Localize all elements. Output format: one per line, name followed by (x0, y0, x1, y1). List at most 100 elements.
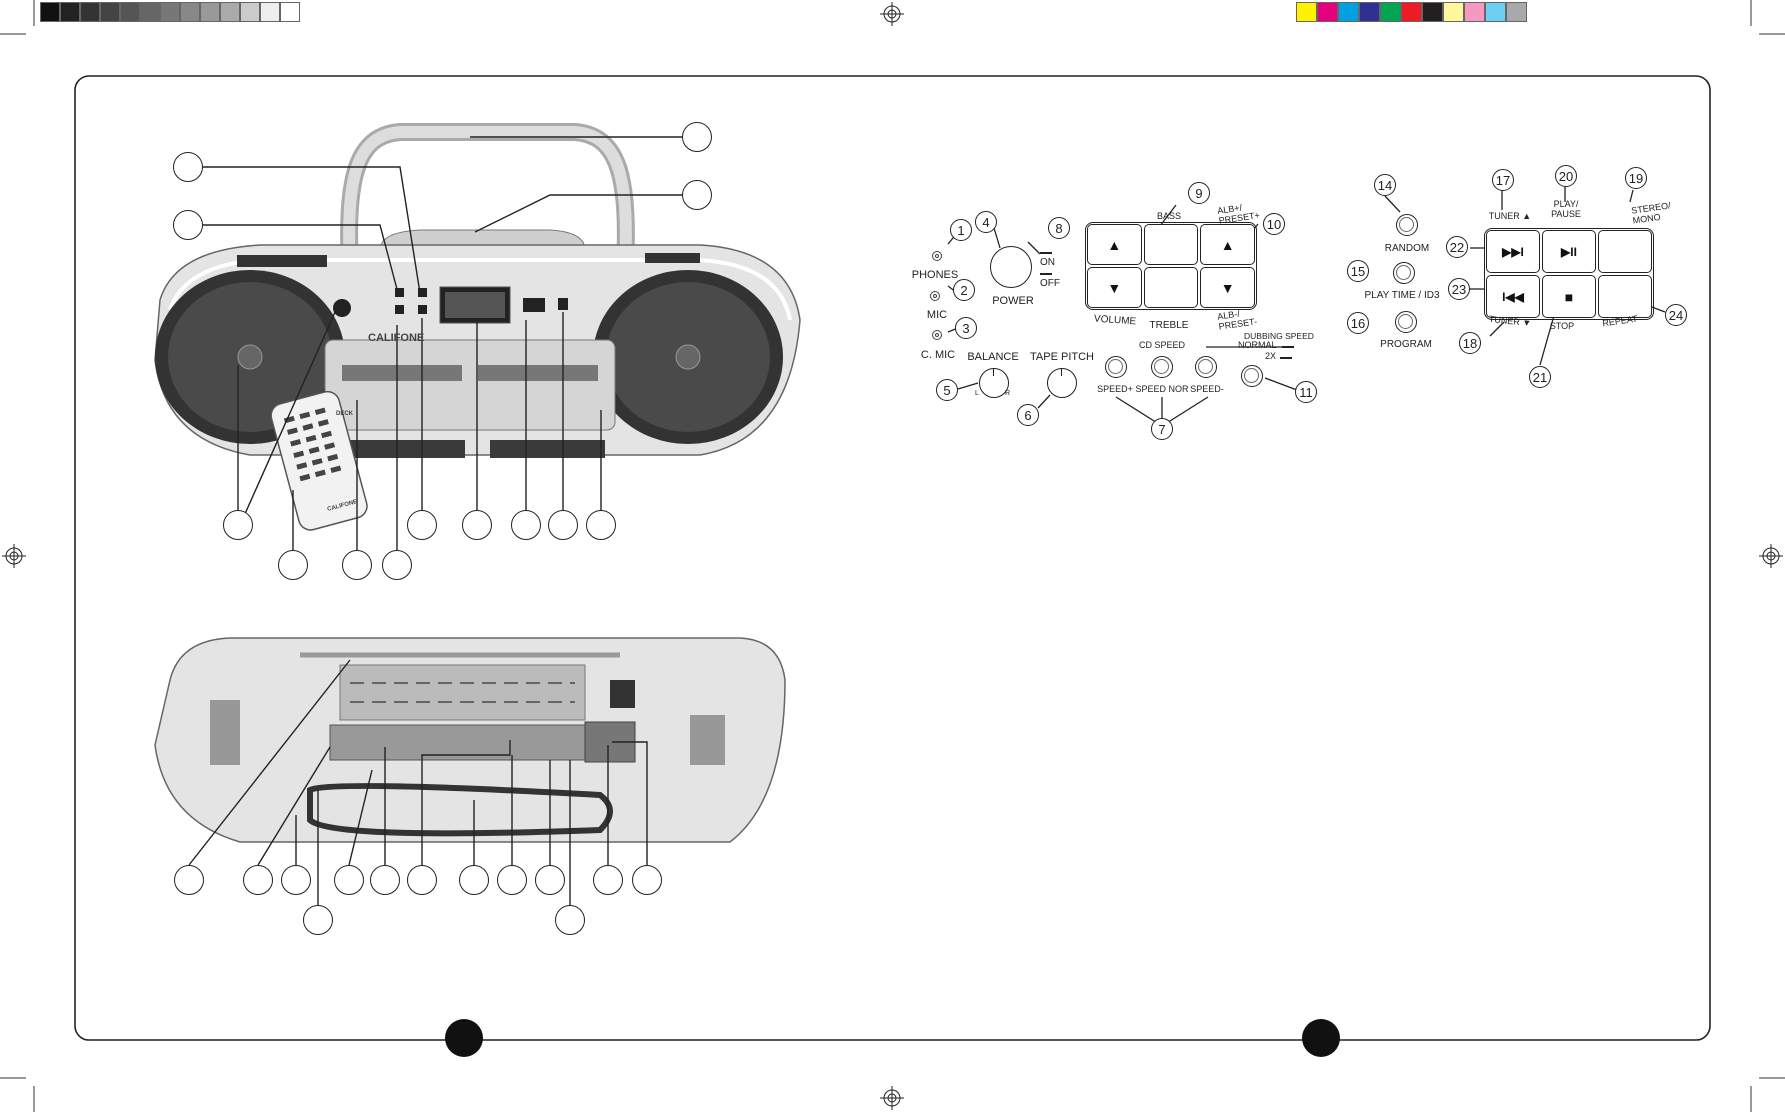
program-button[interactable] (1395, 311, 1417, 333)
gray-swatch (160, 2, 180, 22)
callout-number-22: 22 (1446, 236, 1468, 258)
cd-transport-keypad: ▶▶I ▶II I◀◀ ■ (1484, 228, 1654, 320)
callout-circle (497, 865, 527, 895)
callout-circle (555, 905, 585, 935)
speed-minus-button[interactable] (1195, 356, 1217, 378)
play-time-id3-button[interactable] (1393, 262, 1415, 284)
callout-number-21: 21 (1529, 366, 1551, 388)
tape-pitch-label: TAPE PITCH (1030, 351, 1094, 363)
callout-circle (462, 510, 492, 540)
callout-number-20: 20 (1555, 165, 1577, 187)
phones-label: PHONES (911, 269, 959, 281)
callout-number-16: 16 (1347, 312, 1369, 334)
callout-number-4: 4 (975, 211, 997, 233)
random-button[interactable] (1396, 214, 1418, 236)
power-label: POWER (992, 295, 1034, 307)
next-track-button[interactable]: ▶▶I (1486, 230, 1540, 273)
gray-swatch (140, 2, 160, 22)
callout-number-23: 23 (1448, 278, 1470, 300)
deck-label: DECK (336, 411, 354, 417)
callout-circle (535, 865, 565, 895)
dubbing-normal-label: NORMAL (1238, 340, 1277, 350)
dubbing-speed-button[interactable] (1241, 365, 1263, 387)
color-swatch (1422, 2, 1443, 22)
volume-down-button[interactable]: ▼ (1087, 267, 1142, 308)
color-swatch (1296, 2, 1317, 22)
callout-circle (382, 550, 412, 580)
power-button (990, 246, 1032, 288)
balance-l-label: L (975, 390, 979, 397)
gray-swatch (220, 2, 240, 22)
color-swatch (1338, 2, 1359, 22)
cd-speed-label: CD SPEED (1138, 340, 1186, 350)
power-on-label: ON (1040, 257, 1055, 268)
balance-r-label: R (1005, 390, 1011, 397)
callout-circle (370, 865, 400, 895)
color-swatch (1317, 2, 1338, 22)
callout-number-10: 10 (1263, 213, 1285, 235)
alb-preset-down-button[interactable]: ▼ (1200, 267, 1255, 308)
callout-number-17: 17 (1492, 169, 1514, 191)
stop-button[interactable]: ■ (1542, 275, 1596, 318)
callout-circle (682, 122, 712, 152)
treble-button[interactable] (1143, 267, 1199, 308)
program-label: PROGRAM (1380, 339, 1432, 350)
bass-button[interactable] (1143, 224, 1199, 265)
bass-label: BASS (1156, 211, 1182, 221)
volume-up-button[interactable]: ▲ (1087, 224, 1142, 265)
prev-track-button[interactable]: I◀◀ (1486, 275, 1540, 318)
color-swatch (1485, 2, 1506, 22)
power-on-indicator (1040, 252, 1052, 259)
dubbing-2x-label: 2X (1265, 351, 1277, 361)
callout-circle (459, 865, 489, 895)
dubbing-normal-indicator (1282, 341, 1294, 348)
treble-label: TREBLE (1149, 320, 1189, 331)
color-swatch (1443, 2, 1464, 22)
stereo-mono-button[interactable] (1598, 230, 1652, 273)
page-number-dot-left (445, 1019, 483, 1057)
speed-minus-label: SPEED- (1190, 384, 1224, 394)
play-time-id3-label: PLAY TIME / ID3 (1364, 290, 1440, 301)
page-frame (74, 75, 1711, 1041)
alb-preset-up-button[interactable]: ▲ (1200, 224, 1255, 265)
color-swatch (1359, 2, 1380, 22)
callout-circle (173, 152, 203, 182)
balance-label: BALANCE (967, 351, 1019, 363)
callout-circle (407, 510, 437, 540)
callout-circle (173, 210, 203, 240)
play-pause-button[interactable]: ▶II (1542, 230, 1596, 273)
c-mic-jack (932, 330, 942, 340)
callout-circle (223, 510, 253, 540)
gray-swatch (40, 2, 60, 22)
balance-knob (979, 368, 1009, 398)
callout-number-18: 18 (1459, 332, 1481, 354)
c-mic-label: C. MIC (920, 349, 956, 361)
callout-circle (548, 510, 578, 540)
repeat-button[interactable] (1598, 275, 1652, 318)
callout-number-11: 11 (1295, 381, 1317, 403)
callout-circle (334, 865, 364, 895)
speed-plus-button[interactable] (1105, 356, 1127, 378)
callout-number-19: 19 (1625, 167, 1647, 189)
callout-circle (278, 550, 308, 580)
callout-number-1: 1 (950, 219, 972, 241)
power-off-label: OFF (1040, 278, 1060, 289)
brand-logo-text: CALIFONE (368, 332, 425, 344)
tape-pitch-knob (1047, 368, 1077, 398)
gray-swatch (280, 2, 300, 22)
callout-circle (243, 865, 273, 895)
dubbing-2x-indicator (1280, 352, 1292, 359)
callout-circle (682, 180, 712, 210)
tone-control-keypad: ▲ ▲ ▼ ▼ (1085, 222, 1257, 310)
color-swatch (1464, 2, 1485, 22)
balance-knob-pointer (993, 368, 994, 376)
phones-jack (932, 251, 942, 261)
callout-circle (174, 865, 204, 895)
color-swatch (1380, 2, 1401, 22)
boombox-front-illustration (154, 123, 801, 560)
speed-nor-button[interactable] (1151, 356, 1173, 378)
callout-circle (593, 865, 623, 895)
random-label: RANDOM (1384, 243, 1430, 254)
